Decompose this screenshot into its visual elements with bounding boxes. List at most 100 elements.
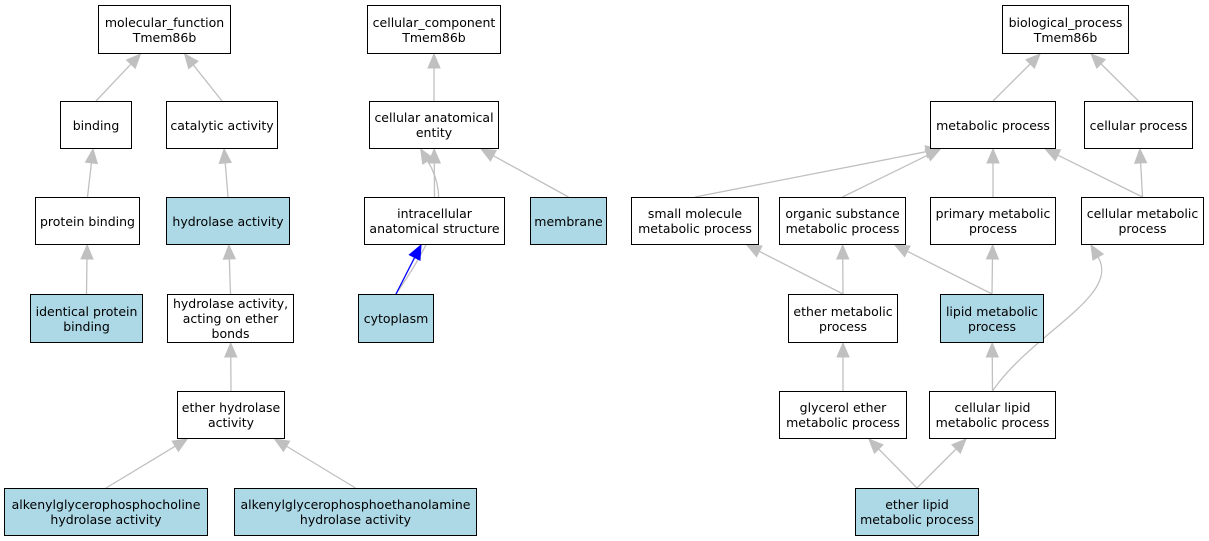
node-ether-lipid-metabolic-process[interactable]: ether lipid metabolic process (855, 488, 979, 536)
node-ether-hydrolase-activity[interactable]: ether hydrolase activity (177, 391, 285, 439)
node-small-molecule-metabolic-process[interactable]: small molecule metabolic process (631, 197, 759, 245)
edge-hydrolase-to-catalytic (218, 147, 233, 198)
edge-ether_metabolic-to-small_molecule (745, 244, 844, 295)
edge-arrowhead (84, 147, 99, 165)
edge-line (224, 162, 229, 198)
edge-arrowhead (745, 244, 763, 258)
node-cellular-metabolic-process[interactable]: cellular metabolic process (1081, 197, 1204, 245)
node-alkenylglycerophosphoethanolamine-hydrolase[interactable]: alkenylglycerophosphoethanolamine hydrol… (234, 488, 477, 536)
node-ether-metabolic-process[interactable]: ether metabolic process (788, 294, 898, 343)
node-cellular-anatomical-entity[interactable]: cellular anatomical entity (369, 101, 499, 149)
edge-arrowhead (427, 52, 441, 69)
edge-glycerol_ether-to-ether_metabolic (836, 341, 850, 391)
edge-line (228, 258, 232, 295)
node-hydrolase-acting-on-ether-bonds[interactable]: hydrolase activity, acting on ether bond… (167, 294, 294, 343)
edge-arrowhead (868, 438, 884, 455)
node-lipid-metabolic-process[interactable]: lipid metabolic process (940, 294, 1044, 343)
edge-arrowhead (924, 148, 942, 162)
node-molecular-function-root[interactable]: molecular_function Tmem86b (98, 5, 231, 54)
node-membrane[interactable]: membrane (530, 197, 607, 245)
edge-arrowhead (479, 148, 498, 162)
node-alkenylglycerophosphocholine-hydrolase[interactable]: alkenylglycerophosphocholine hydrolase a… (4, 488, 208, 536)
edge-cell_anat-to-cc_root (427, 52, 441, 101)
edge-arrowhead (1044, 148, 1062, 162)
node-protein-binding[interactable]: protein binding (35, 197, 140, 245)
edge-membrane-to-cell_anat (479, 148, 569, 198)
edge-arrowhead (183, 53, 199, 70)
edge-line (991, 256, 1103, 392)
edge-line (192, 64, 223, 102)
node-biological-process-root[interactable]: biological_process Tmem86b (1002, 5, 1129, 54)
edge-lipid_metabolic-to-primary_metabolic (985, 243, 1000, 295)
edge-arrowhead (171, 438, 189, 453)
edge-line (907, 250, 993, 295)
edge-line (95, 63, 132, 102)
edge-arrowhead (951, 438, 967, 455)
node-identical-protein-binding[interactable]: identical protein binding (30, 294, 143, 343)
edge-arrowhead (985, 341, 1000, 358)
edge-arrowhead (836, 243, 850, 260)
node-cytoplasm[interactable]: cytoplasm (358, 294, 434, 343)
edge-protein_binding-to-binding (84, 147, 99, 198)
edge-line (878, 448, 918, 489)
edge-line (105, 445, 176, 489)
edge-binding-to-mf_root (95, 53, 142, 102)
edge-cellular_metabolic-to-cellular_process (1133, 147, 1148, 198)
node-catalytic-activity[interactable]: catalytic activity (166, 101, 278, 149)
edge-cytoplasm-to-intracellular (395, 243, 422, 295)
edge-arrowhead (80, 243, 94, 260)
edge-arrowhead (1090, 243, 1105, 261)
edge-cellular_lipid-to-lipid_metabolic (985, 341, 1000, 392)
edge-metabolic-to-bp_root (992, 53, 1042, 102)
edge-line (694, 151, 927, 198)
edge-line (395, 257, 416, 295)
edge-small_molecule-to-metabolic (694, 145, 942, 198)
edge-ether_lipid-to-cellular_lipid (916, 438, 967, 489)
edge-line (842, 154, 929, 198)
edge-arrowhead (222, 243, 237, 260)
edge-line (916, 448, 957, 489)
edge-arrowhead (224, 341, 238, 358)
edge-arrowhead (1025, 53, 1042, 70)
edge-arrowhead (125, 53, 142, 70)
edge-line (1057, 154, 1143, 198)
edge-line (992, 63, 1031, 102)
edge-identical_binding-to-protein_binding (80, 243, 94, 295)
edge-arrowhead (836, 341, 850, 358)
edge-catalytic-to-mf_root (183, 53, 223, 102)
edge-hydrolase_ether-to-hydrolase (222, 243, 237, 295)
edge-cellular_metabolic-to-metabolic (1044, 148, 1143, 198)
edge-primary_metabolic-to-metabolic (986, 147, 1000, 197)
node-cellular-lipid-metabolic-process[interactable]: cellular lipid metabolic process (929, 391, 1056, 439)
edge-arrowhead (893, 244, 911, 258)
edge-arrowhead (420, 147, 434, 165)
edge-arrowhead (218, 147, 233, 164)
edge-alkenyl_choline-to-ether_hydrolase (105, 438, 189, 489)
edge-ether_lipid-to-glycerol_ether (868, 438, 918, 489)
edge-line (86, 162, 93, 198)
node-organic-substance-metabolic-process[interactable]: organic substance metabolic process (779, 197, 906, 245)
node-metabolic-process[interactable]: metabolic process (930, 101, 1056, 149)
edge-cellular_process-to-bp_root (1090, 53, 1139, 102)
edge-lipid_metabolic-to-organic_substance (893, 244, 993, 295)
node-intracellular-anatomical-structure[interactable]: intracellular anatomical structure (364, 197, 505, 245)
node-cellular-process[interactable]: cellular process (1084, 101, 1193, 149)
edge-arrowhead (1133, 147, 1148, 164)
edge-ether_hydrolase-to-hydrolase_ether (224, 341, 238, 392)
edge-line (1140, 162, 1144, 198)
edge-arrowhead (985, 243, 1000, 260)
node-glycerol-ether-metabolic-process[interactable]: glycerol ether metabolic process (779, 391, 907, 439)
node-hydrolase-activity[interactable]: hydrolase activity (166, 197, 290, 245)
edge-arrowhead (273, 438, 291, 453)
edge-arrowhead (1090, 53, 1107, 70)
edge-line (493, 155, 569, 198)
edge-line (286, 445, 356, 489)
edge-arrowhead (986, 147, 1000, 164)
node-cellular-component-root[interactable]: cellular_component Tmem86b (367, 5, 501, 54)
edge-line (758, 250, 844, 295)
edge-line (1100, 63, 1139, 102)
node-primary-metabolic-process[interactable]: primary metabolic process (930, 197, 1056, 245)
edge-alkenyl_ethanolamine-to-ether_hydrolase (273, 438, 356, 489)
node-binding[interactable]: binding (60, 101, 132, 149)
